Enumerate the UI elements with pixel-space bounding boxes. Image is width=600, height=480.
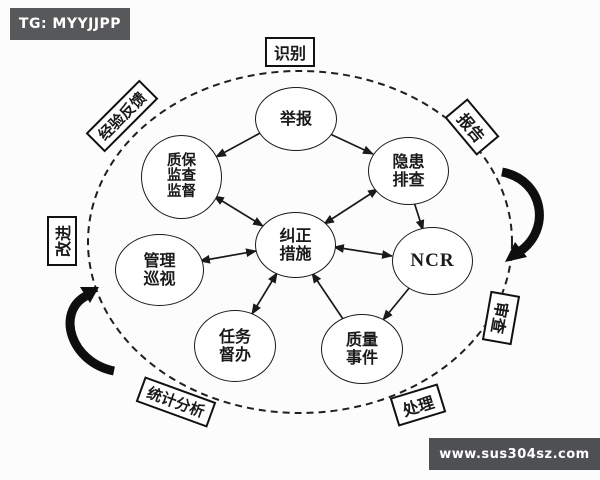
node-label: 纠正 — [279, 226, 312, 246]
node-label: 监查 — [167, 168, 196, 185]
node-label: 隐患 — [392, 152, 425, 172]
node-label: 举报 — [279, 109, 312, 129]
flow-arrow-right — [500, 167, 544, 256]
arrow-guanli-jiuzheng — [198, 248, 258, 264]
arrow-yinhuan-jiuzheng — [323, 188, 379, 225]
node-ncr: NCR — [392, 227, 473, 295]
node-management-patrol: 管理 巡视 — [115, 234, 204, 306]
node-label: NCR — [410, 250, 455, 272]
connection-arrows — [198, 131, 425, 321]
node-label: 事件 — [345, 348, 378, 367]
flow-arrows — [65, 167, 544, 376]
node-label: 排查 — [392, 170, 425, 189]
arrow-jiuzheng-ncr — [332, 244, 394, 259]
arrow-jubao-zhibao — [215, 131, 263, 158]
node-whistleblow-report: 举报 — [255, 87, 337, 151]
cycle-dashed-ellipse — [87, 70, 513, 414]
node-label: 管理 — [143, 251, 176, 271]
watermark-top-left: TG: MYYJJPP — [10, 8, 130, 40]
node-corrective-action: 纠正 措施 — [255, 212, 336, 278]
node-hazard-screening: 隐患 排查 — [368, 137, 449, 205]
node-label: 巡视 — [143, 269, 176, 288]
node-label: 质量 — [345, 330, 378, 350]
flow-arrow-left-head — [80, 287, 99, 303]
watermark-bottom-right: www.sus304sz.com — [429, 438, 600, 470]
arrow-renwu-jiuzheng — [251, 272, 278, 315]
stage-identify: 识别 — [264, 37, 316, 67]
flow-arrow-right-head — [505, 242, 527, 262]
node-qa-supervision: 质保 监查 监督 — [141, 135, 222, 219]
arrow-ncr-zhiliang — [382, 286, 411, 321]
arrow-zhibao-jiuzheng — [213, 195, 264, 227]
node-label: 督办 — [218, 345, 251, 364]
node-label: 任务 — [218, 327, 251, 347]
stage-improve: 改进 — [47, 215, 77, 267]
node-quality-incident: 质量 事件 — [321, 314, 403, 384]
flow-arrow-left — [65, 292, 116, 376]
arrow-zhiliang-jiuzheng — [311, 272, 344, 320]
arrow-yinhuan-ncr — [413, 201, 425, 232]
node-label: 质保 — [167, 152, 196, 169]
node-label: 监督 — [167, 183, 196, 200]
node-task-supervision: 任务 督办 — [194, 310, 276, 382]
arrow-jubao-yinhuan — [327, 132, 374, 155]
node-label: 措施 — [279, 244, 312, 263]
